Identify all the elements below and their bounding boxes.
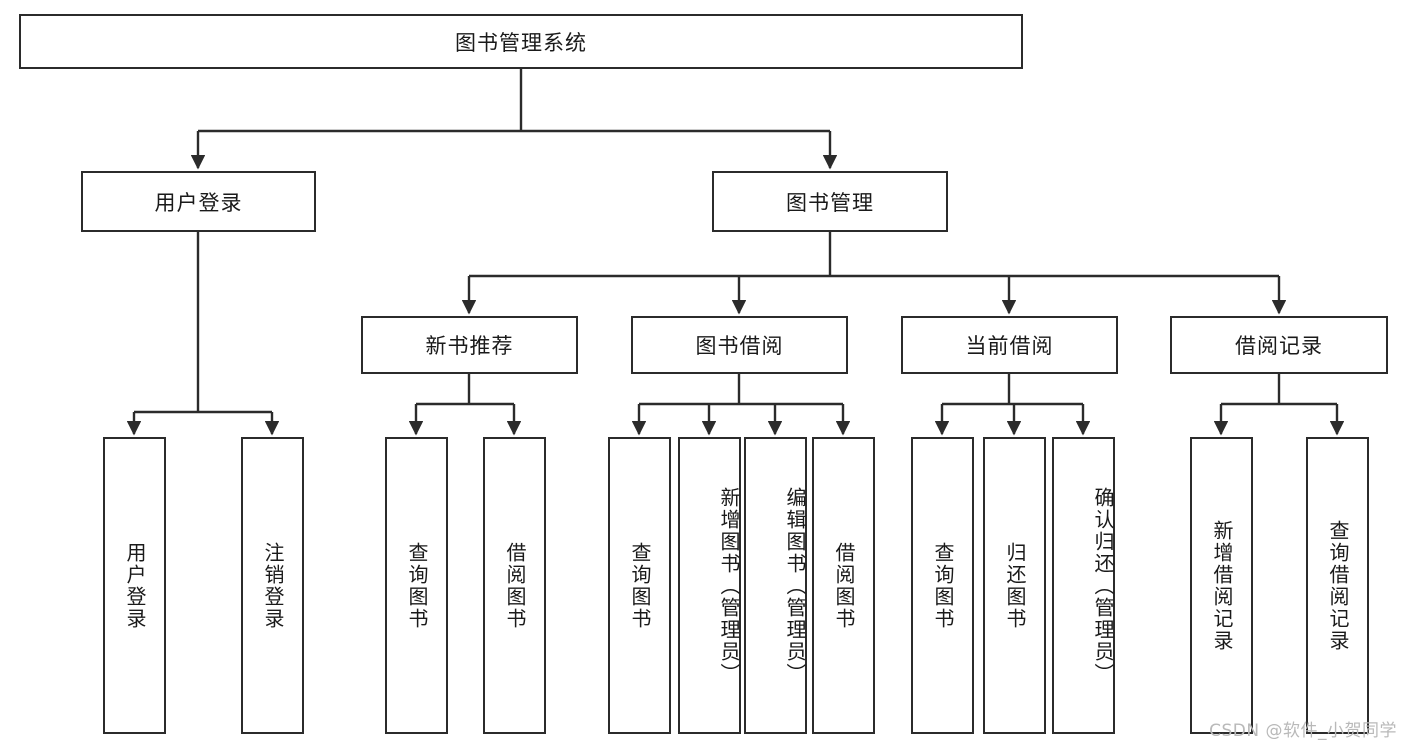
node-user-login[interactable]: 用户登录 [81,171,316,232]
node-leaf-borrow-book-1-label: 借阅图书 [503,541,527,630]
node-book-manage-label: 图书管理 [786,190,874,215]
node-leaf-user-login-label: 用户登录 [123,541,147,630]
node-leaf-edit-book-admin-label: 编辑图书（管理员） [783,486,807,685]
node-borrow-record[interactable]: 借阅记录 [1170,316,1388,374]
node-leaf-query-book-3[interactable]: 查询图书 [911,437,974,734]
node-book-borrow[interactable]: 图书借阅 [631,316,848,374]
node-leaf-query-book-2-label: 查询图书 [628,541,652,630]
node-new-book-recommend[interactable]: 新书推荐 [361,316,578,374]
node-borrow-record-label: 借阅记录 [1235,334,1323,358]
node-leaf-return-book-label: 归还图书 [1003,541,1027,630]
node-leaf-edit-book-admin[interactable]: 编辑图书（管理员） [744,437,807,734]
node-book-borrow-label: 图书借阅 [695,334,784,358]
node-leaf-query-book-2[interactable]: 查询图书 [608,437,671,734]
node-leaf-confirm-return-admin-label: 确认归还（管理员） [1091,486,1115,685]
node-leaf-add-borrow-record-label: 新增借阅记录 [1210,519,1234,652]
node-book-manage[interactable]: 图书管理 [712,171,948,232]
node-root-label: 图书管理系统 [455,30,587,55]
node-leaf-query-book-1-label: 查询图书 [405,541,429,630]
node-new-book-recommend-label: 新书推荐 [425,334,514,358]
node-leaf-query-book-1[interactable]: 查询图书 [385,437,448,734]
node-leaf-confirm-return-admin[interactable]: 确认归还（管理员） [1052,437,1115,734]
node-leaf-query-book-3-label: 查询图书 [931,541,955,630]
node-leaf-add-book-admin[interactable]: 新增图书（管理员） [678,437,741,734]
node-leaf-borrow-book-2-label: 借阅图书 [832,541,856,630]
node-leaf-borrow-book-2[interactable]: 借阅图书 [812,437,875,734]
node-current-borrow[interactable]: 当前借阅 [901,316,1118,374]
node-leaf-logout-login[interactable]: 注销登录 [241,437,304,734]
node-leaf-return-book[interactable]: 归还图书 [983,437,1046,734]
node-leaf-query-borrow-record[interactable]: 查询借阅记录 [1306,437,1369,734]
node-current-borrow-label: 当前借阅 [965,334,1054,358]
node-leaf-add-borrow-record[interactable]: 新增借阅记录 [1190,437,1253,734]
node-leaf-logout-login-label: 注销登录 [261,541,285,630]
node-leaf-borrow-book-1[interactable]: 借阅图书 [483,437,546,734]
node-user-login-label: 用户登录 [154,190,243,215]
node-leaf-add-book-admin-label: 新增图书（管理员） [717,486,741,685]
node-root[interactable]: 图书管理系统 [19,14,1023,69]
node-leaf-user-login[interactable]: 用户登录 [103,437,166,734]
node-leaf-query-borrow-record-label: 查询借阅记录 [1326,519,1350,652]
